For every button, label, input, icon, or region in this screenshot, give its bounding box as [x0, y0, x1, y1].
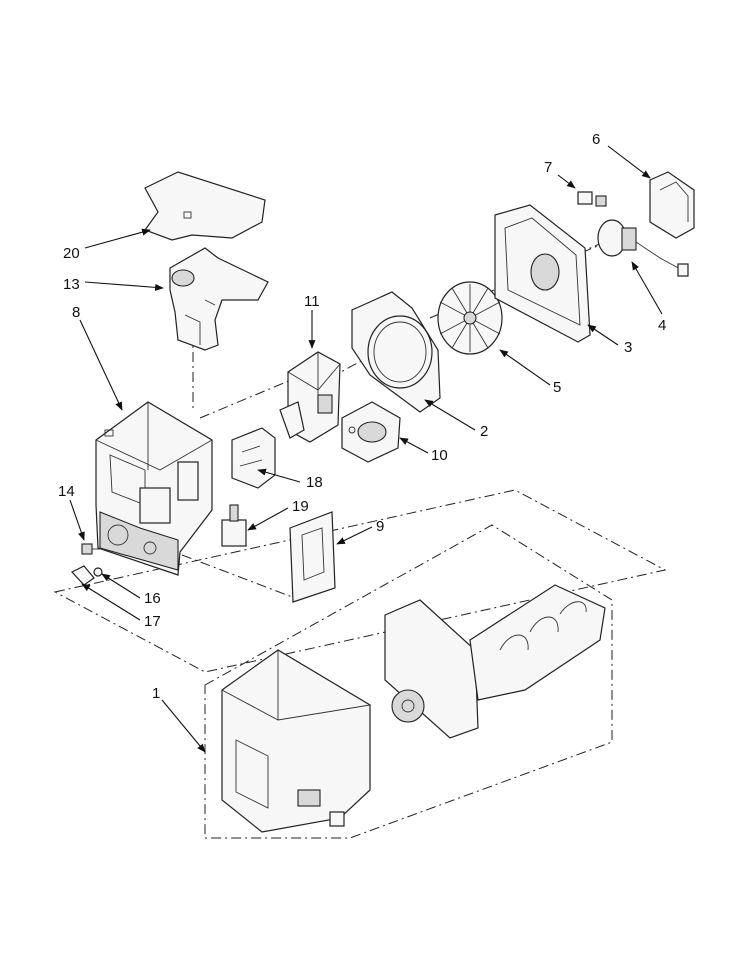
callout-16: 16	[144, 590, 161, 607]
solenoid-part	[221, 504, 247, 547]
leader-19	[247, 507, 289, 531]
bracket-part	[231, 427, 276, 489]
guide-line	[329, 344, 391, 379]
callout-20: 20	[63, 245, 80, 262]
leader-10	[399, 437, 429, 454]
leader-14	[69, 499, 85, 541]
callout-6: 6	[592, 131, 600, 148]
callout-17: 17	[144, 613, 161, 630]
motor-part	[341, 401, 401, 463]
callout-5: 5	[553, 379, 561, 396]
clip-part	[71, 565, 95, 586]
callout-13: 13	[63, 276, 80, 293]
leader-13	[84, 281, 164, 291]
screw-part	[81, 543, 100, 555]
leader-17	[81, 583, 141, 621]
leader-2	[424, 399, 476, 431]
fan-housing-plate-part	[351, 291, 441, 413]
callout-1: 1	[152, 685, 160, 702]
leader-8	[79, 319, 123, 411]
sheet-slot	[183, 211, 192, 219]
fan-motor-part	[597, 219, 689, 277]
callout-11: 11	[304, 293, 320, 310]
callout-4: 4	[658, 317, 666, 334]
callout-7: 7	[544, 159, 552, 176]
leader-3	[587, 324, 619, 346]
fan-cover-part	[494, 204, 591, 343]
duct-part	[169, 247, 269, 351]
guide-line	[181, 554, 301, 601]
callout-14: 14	[58, 483, 75, 500]
leader-18	[257, 468, 301, 483]
callout-3: 3	[624, 339, 632, 356]
connector-part	[577, 191, 607, 207]
fan-blade-part	[437, 281, 503, 355]
bracket-clip-part	[649, 171, 695, 239]
cover-plate-part	[289, 511, 336, 603]
housing-group-boundary	[53, 489, 667, 673]
dispenser-front-part	[221, 649, 371, 833]
switch-part	[279, 351, 341, 443]
ice-bin-group-boundary	[204, 524, 613, 839]
callout-19: 19	[292, 498, 309, 515]
callout-18: 18	[306, 474, 323, 491]
leader-4	[631, 261, 663, 315]
ice-bin-assembly	[384, 584, 606, 739]
leader-7	[557, 174, 576, 189]
leader-9	[336, 526, 373, 545]
leader-6	[607, 145, 651, 179]
insulation-sheet-part	[144, 171, 266, 241]
callout-8: 8	[72, 304, 80, 321]
dispenser-housing-part	[95, 401, 213, 576]
callout-2: 2	[480, 423, 488, 440]
washer-part	[93, 567, 103, 577]
leader-20	[84, 228, 151, 249]
leader-16	[101, 573, 141, 599]
callout-9: 9	[376, 518, 384, 535]
leader-5	[499, 349, 551, 386]
leader-1	[161, 699, 206, 753]
callout-10: 10	[431, 447, 448, 464]
